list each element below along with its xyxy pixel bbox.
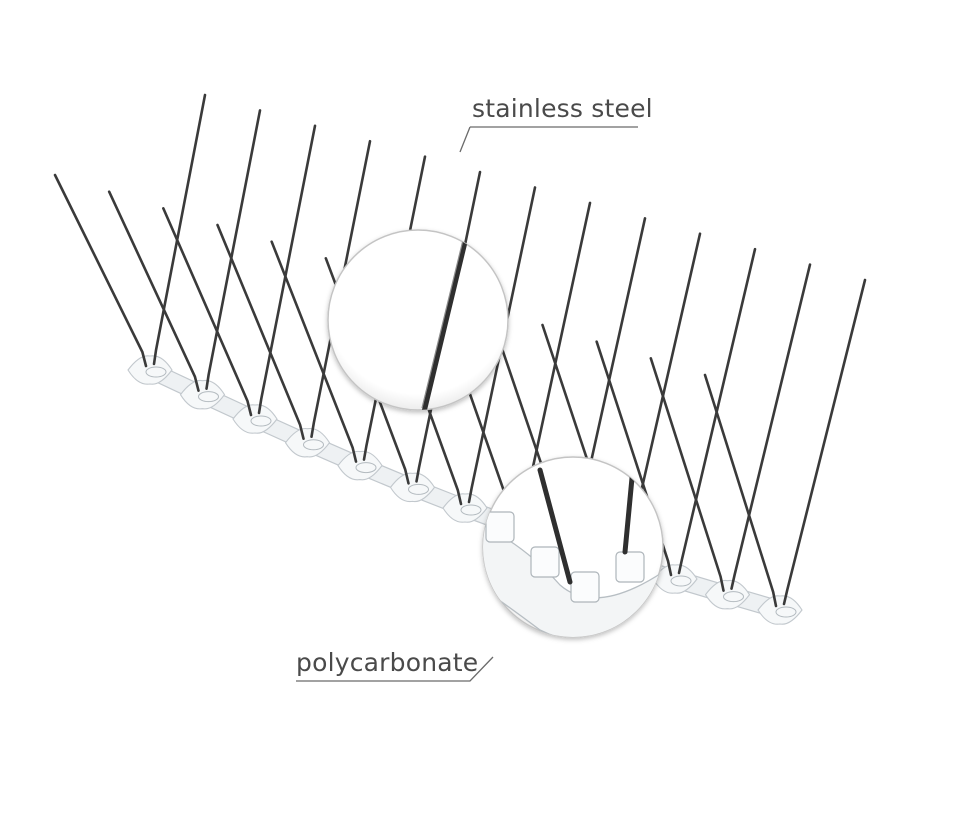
steel-spike <box>152 93 207 366</box>
stainless-steel-label: stainless steel <box>472 94 653 123</box>
steel-spike <box>467 186 537 504</box>
zoomed-spike-right <box>622 475 635 555</box>
steel-spike <box>216 223 305 441</box>
steel-spike <box>782 278 867 606</box>
steel-spike <box>649 357 725 592</box>
base-segment <box>337 450 383 481</box>
steel-spike <box>730 263 812 590</box>
steel-spike <box>162 207 253 417</box>
polycarbonate-label: polycarbonate <box>296 648 479 677</box>
base-segment <box>284 427 331 458</box>
steel-spike <box>270 240 358 463</box>
zoomed-spike-left <box>537 467 573 585</box>
steel-spike <box>53 173 148 368</box>
callout-lines <box>296 126 638 682</box>
steel-spike <box>257 124 317 415</box>
magnifier-polycarbonate <box>482 456 664 638</box>
steel-spike <box>310 139 372 439</box>
steel-spike <box>107 190 200 392</box>
steel-spike <box>595 340 673 577</box>
steel-spike <box>205 109 262 390</box>
steel-spike <box>703 373 778 608</box>
magnifier-steel <box>327 229 509 411</box>
callout-line-steel <box>459 126 638 153</box>
steel-spike <box>677 247 757 575</box>
callout-line-poly <box>296 656 494 682</box>
zoomed-spike <box>421 235 469 410</box>
